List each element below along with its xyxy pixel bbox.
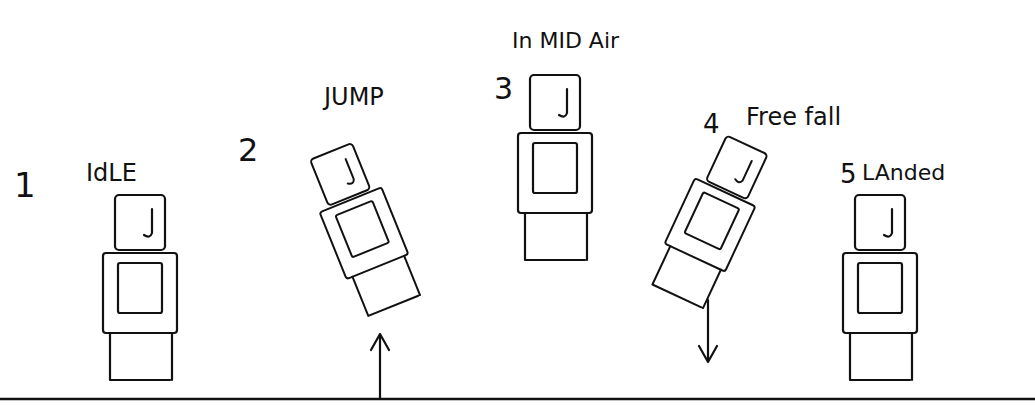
state-label: IdLE [86, 160, 137, 188]
midair-figure [518, 75, 592, 260]
callout-number: 4 [703, 110, 720, 140]
down-arrow [699, 300, 717, 362]
state-label: In MID Air [512, 28, 619, 53]
callout-number: 2 [238, 132, 258, 169]
state-label: LAnded [862, 160, 945, 185]
landed-figure [843, 195, 917, 380]
callout-number: 3 [494, 72, 513, 107]
callout-number: 5 [840, 160, 857, 190]
callout-number: 1 [14, 166, 36, 205]
jump-figure [300, 139, 424, 318]
state-label: Free fall [746, 104, 841, 132]
idle-figure [103, 195, 177, 380]
ground-line [0, 398, 1035, 401]
freefall-figure [647, 131, 778, 310]
state-label: JUMP [324, 84, 384, 112]
up-arrow [371, 334, 389, 398]
